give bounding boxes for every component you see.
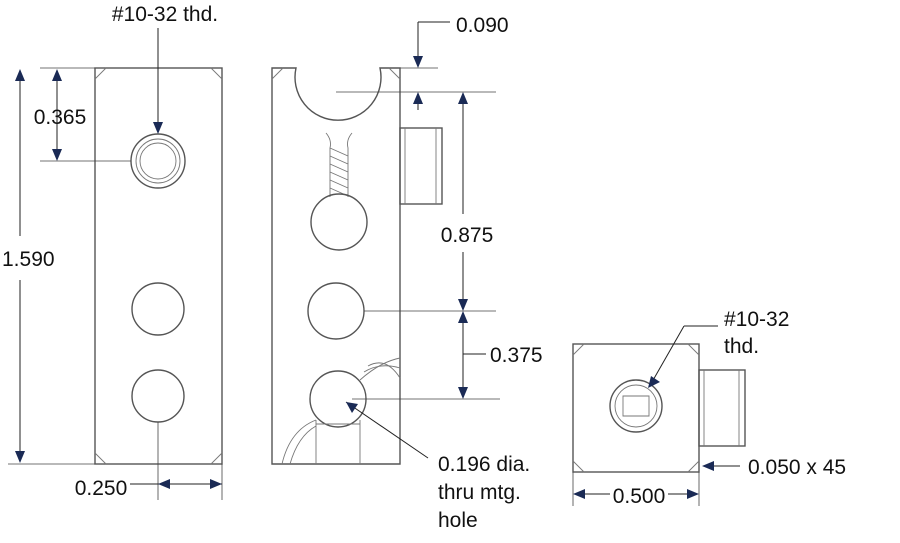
end-thread-callout-line-2: thd. [724,335,759,358]
front-thread-callout: #10-32 thd. [112,3,218,26]
side-chamfer-tl [271,67,284,80]
end-chamfer-br [687,460,700,473]
dim-height-arrow-bottom [15,451,25,463]
dim-hole-center-label: 0.250 [75,477,128,500]
side-counterbore [281,357,401,465]
front-view: #10-32 thd. 0.365 1.590 0.250 [2,3,223,500]
dim-width-arrow-right [687,489,699,499]
dim-hole-offset-label: 0.365 [34,106,87,129]
dim-chamfer-label: 0.050 x 45 [748,456,846,479]
side-view: 0.090 0.875 0.375 0.196 dia. thru mtg. h… [271,14,543,532]
dim-hole-center-arrow-left [158,479,170,489]
hole-callout-leader [345,401,429,459]
hole-callout-line-3: hole [438,509,478,532]
dim-top-offset-label: 0.090 [456,14,509,37]
hole-callout-arrow [346,402,358,413]
dim-width-label: 0.500 [613,485,666,508]
chamfer-arrow [702,461,714,471]
hole-callout-line-2: thru mtg. [438,481,521,504]
side-chamfer-tr [388,67,401,80]
front-mounting-hole-lower [131,369,185,423]
dim-spacing-lower-arrow-bottom [458,387,468,399]
front-chamfer-bl [94,452,107,465]
dim-hole-center-arrow-right [210,479,222,489]
end-threaded-hole [609,379,663,433]
dim-width-arrow-left [573,489,585,499]
dim-height-label: 1.590 [2,248,55,271]
front-mounting-hole-upper [131,282,185,336]
front-chamfer-tr [210,67,223,80]
dim-spacing-upper-label: 0.875 [441,224,494,247]
end-set-screw [698,369,746,447]
front-thread-arrow [153,122,163,134]
dim-spacing-upper-arrow-top [458,92,468,104]
end-chamfer-bl [572,460,585,473]
front-chamfer-br [210,452,223,465]
end-thread-arrow [648,376,660,388]
end-chamfer-tl [572,343,585,356]
front-threaded-hole [130,133,186,189]
end-chamfer-tr [687,343,700,356]
dim-top-offset-arrow-top [413,56,423,68]
end-view: #10-32 thd. 0.050 x 45 0.500 [572,308,846,508]
side-slot-neck [325,132,353,197]
dim-hole-offset-arrow-bottom [52,149,62,161]
end-view-body [572,343,700,473]
side-view-body [271,67,401,465]
front-chamfer-tl [94,67,107,80]
hole-callout-line-1: 0.196 dia. [438,453,530,476]
dim-top-offset-arrow-bottom [413,92,423,104]
dim-height-arrow-top [15,69,25,81]
dim-hole-offset-arrow-top [52,69,62,81]
side-mounting-hole-upper [307,282,365,340]
dim-spacing-lower-arrow-top [458,311,468,323]
dim-spacing-upper-arrow-bottom [458,299,468,311]
end-thread-leader [651,325,685,383]
side-set-screw [399,127,443,205]
end-thread-callout-line-1: #10-32 [724,308,789,331]
dim-spacing-lower-label: 0.375 [490,344,543,367]
side-slot-hole [310,193,368,251]
side-hidden-thread [329,147,349,197]
